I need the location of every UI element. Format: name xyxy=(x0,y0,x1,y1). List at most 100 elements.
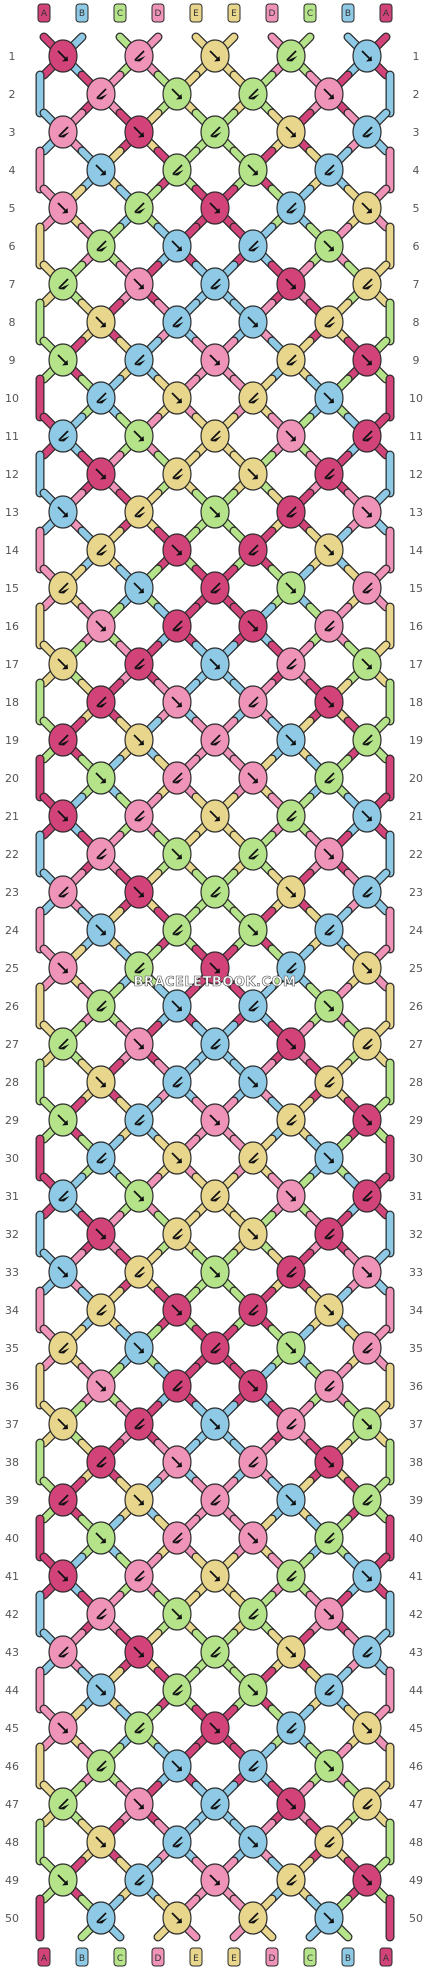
arrow-head-icon xyxy=(172,474,184,480)
arrow-down-left-icon xyxy=(210,1190,221,1201)
arrow-head-icon xyxy=(328,550,334,556)
arrow-head-icon xyxy=(362,284,374,290)
arrow-head-icon xyxy=(214,360,220,366)
arrow-head-icon xyxy=(362,1196,374,1202)
row-numbers-right: 1234567891011121314151617181920212223242… xyxy=(409,50,423,1925)
row-number-left: 2 xyxy=(9,88,16,101)
arrow-down-left-icon xyxy=(286,962,297,973)
arrow-head-icon xyxy=(138,1652,144,1658)
arrow-down-left-icon xyxy=(134,202,145,213)
arrow-head-icon xyxy=(362,588,374,594)
row-numbers-left: 1234567891011121314151617181920212223242… xyxy=(5,50,19,1925)
arrow-head-icon xyxy=(214,512,220,518)
arrow-head-icon xyxy=(138,1804,144,1810)
arrow-head-icon xyxy=(62,1576,68,1582)
row-number-right: 28 xyxy=(409,1076,423,1089)
arrow-head-icon xyxy=(62,1880,68,1886)
arrow-down-left-icon xyxy=(362,1342,373,1353)
arrow-head-icon xyxy=(252,778,258,784)
arrow-down-left-icon xyxy=(286,506,297,517)
arrow-head-icon xyxy=(58,892,70,898)
arrow-head-icon xyxy=(100,1842,106,1848)
row-number-right: 20 xyxy=(409,772,423,785)
arrow-head-icon xyxy=(58,1652,70,1658)
arrow-head-icon xyxy=(366,56,372,62)
arrow-head-icon xyxy=(248,1766,260,1772)
arrow-down-left-icon xyxy=(362,1798,373,1809)
arrow-down-left-icon xyxy=(362,582,373,593)
arrow-head-icon xyxy=(100,930,106,936)
arrow-down-left-icon xyxy=(324,1532,335,1543)
row-number-left: 20 xyxy=(5,772,19,785)
arrow-down-left-icon xyxy=(248,1304,259,1315)
arrow-head-icon xyxy=(252,626,258,632)
row-number-right: 16 xyxy=(409,620,423,633)
arrow-down-left-icon xyxy=(96,848,107,859)
row-number-left: 31 xyxy=(5,1190,19,1203)
arrow-head-icon xyxy=(100,1538,106,1544)
arrow-head-icon xyxy=(62,512,68,518)
arrow-down-left-icon xyxy=(286,1570,297,1581)
row-number-right: 27 xyxy=(409,1038,423,1051)
arrow-head-icon xyxy=(286,1728,298,1734)
arrow-down-left-icon xyxy=(248,1152,259,1163)
arrow-head-icon xyxy=(362,892,374,898)
arrow-down-left-icon xyxy=(172,1532,183,1543)
arrow-down-left-icon xyxy=(96,88,107,99)
arrow-head-icon xyxy=(214,968,220,974)
arrow-head-icon xyxy=(134,512,146,518)
arrow-down-left-icon xyxy=(58,886,69,897)
row-number-right: 3 xyxy=(413,126,420,139)
row-number-right: 42 xyxy=(409,1608,423,1621)
arrow-head-icon xyxy=(214,664,220,670)
row-number-left: 30 xyxy=(5,1152,19,1165)
row-number-left: 41 xyxy=(5,1570,19,1583)
arrow-head-icon xyxy=(286,1880,298,1886)
row-number-left: 42 xyxy=(5,1608,19,1621)
row-number-left: 3 xyxy=(9,126,16,139)
arrow-down-left-icon xyxy=(324,1228,335,1239)
row-number-right: 6 xyxy=(413,240,420,253)
row-number-left: 26 xyxy=(5,1000,19,1013)
strand-tab-top xyxy=(341,3,355,23)
arrow-head-icon xyxy=(100,1234,106,1240)
arrow-head-icon xyxy=(62,968,68,974)
arrow-head-icon xyxy=(362,1652,374,1658)
arrow-head-icon xyxy=(214,56,220,62)
arrow-head-icon xyxy=(62,816,68,822)
arrow-head-icon xyxy=(366,512,372,518)
arrow-down-left-icon xyxy=(134,506,145,517)
arrow-down-left-icon xyxy=(362,1190,373,1201)
arrow-head-icon xyxy=(138,284,144,290)
arrow-head-icon xyxy=(138,892,144,898)
arrow-down-left-icon xyxy=(172,468,183,479)
row-number-right: 5 xyxy=(413,202,420,215)
arrow-head-icon xyxy=(214,1424,220,1430)
arrow-down-left-icon xyxy=(96,240,107,251)
row-number-right: 23 xyxy=(409,886,423,899)
arrow-head-icon xyxy=(286,664,298,670)
arrow-head-icon xyxy=(328,702,334,708)
arrow-down-left-icon xyxy=(248,392,259,403)
row-number-left: 21 xyxy=(5,810,19,823)
strand-tab-bottom xyxy=(189,1947,203,1967)
strand-label-top: A xyxy=(383,9,390,19)
arrow-down-left-icon xyxy=(210,430,221,441)
arrow-head-icon xyxy=(62,360,68,366)
arrow-down-left-icon xyxy=(362,430,373,441)
arrow-head-icon xyxy=(286,1424,298,1430)
arrow-down-left-icon xyxy=(362,126,373,137)
arrow-head-icon xyxy=(248,1614,260,1620)
arrow-head-icon xyxy=(210,132,222,138)
arrow-down-left-icon xyxy=(58,734,69,745)
arrow-head-icon xyxy=(172,1386,184,1392)
arrow-down-left-icon xyxy=(96,1152,107,1163)
arrow-head-icon xyxy=(252,322,258,328)
row-number-left: 7 xyxy=(9,278,16,291)
arrow-head-icon xyxy=(138,1348,144,1354)
arrow-head-icon xyxy=(138,436,144,442)
arrow-head-icon xyxy=(252,1082,258,1088)
row-number-left: 39 xyxy=(5,1494,19,1507)
arrow-head-icon xyxy=(324,1234,336,1240)
arrow-head-icon xyxy=(248,1462,260,1468)
